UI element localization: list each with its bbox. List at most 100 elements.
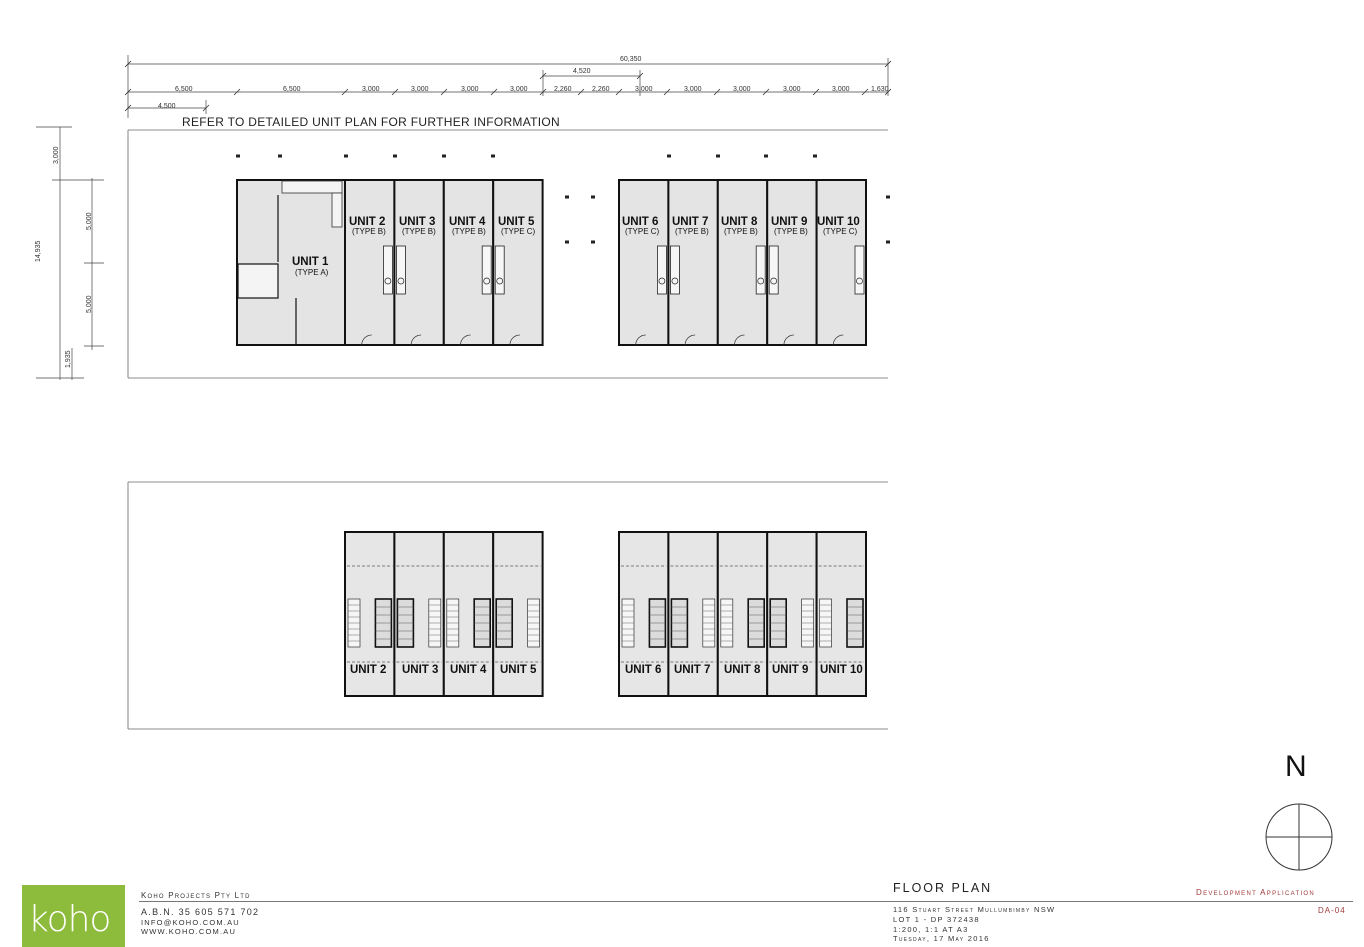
unit-1-kitchen-side [331,192,343,228]
company-name: Koho Projects Pty Ltd [141,891,251,900]
upper-unit-9-label: UNIT 9 [772,664,808,676]
door-swing [734,334,745,346]
dim-row-label: 2,260 [592,86,610,93]
kitchen-bench [657,245,667,295]
unit-9-label: UNIT 9 [771,216,807,228]
post-marker [591,240,595,244]
sink-icon [384,277,392,285]
sheet-title: FLOOR PLAN [893,881,993,895]
dim-row-label: 3,000 [411,86,429,93]
unit-4-label: UNIT 4 [449,216,486,228]
door-swing [361,334,372,346]
logo-text: koho [28,899,111,940]
dim-tick [124,88,132,96]
door-swing [509,334,520,346]
dim-tick [202,104,210,112]
post-marker [278,154,282,158]
dim-tick [539,72,547,80]
kitchen-bench [481,245,492,295]
dim-tick [539,88,547,96]
unit-1-footprint [236,179,346,346]
unit-2-label: UNIT 2 [349,216,385,228]
sheet-status: Development Application [1196,888,1316,897]
title-block-divider [139,901,1353,902]
post-marker [393,154,397,158]
dim-overall: 60,350 [620,56,642,63]
kitchen-bench [768,245,779,295]
dim-tick [341,88,349,96]
dim-row-label: 3,000 [684,86,702,93]
unit-10-label: UNIT 10 [817,216,860,228]
post-marker [565,240,569,244]
post-marker [591,195,595,199]
door-swing [783,334,794,346]
post-marker [813,154,817,158]
upper-unit-10-label: UNIT 10 [820,664,863,676]
unit-1-label: UNIT 1 [292,256,329,268]
unit-8-label: UNIT 8 [721,216,758,228]
post-marker [491,154,495,158]
sink-icon [856,277,863,285]
post-marker [764,154,768,158]
dim-row-label: 2,260 [554,86,572,93]
upper-unit-8-label: UNIT 8 [724,664,761,676]
dim-tick [440,88,448,96]
kitchen-bench [670,245,680,295]
dim-tick [713,88,721,96]
dim-tick [124,104,132,112]
sheet-scale: 1:200, 1:1 AT A3 [893,925,969,934]
post-marker [716,154,720,158]
unit-5-label: UNIT 5 [498,216,535,228]
dim-4520: 4,520 [573,68,591,75]
plan-note: REFER TO DETAILED UNIT PLAN FOR FURTHER … [182,115,560,129]
post-marker [442,154,446,158]
sheet-lot: LOT 1 - DP 372438 [893,915,980,924]
unit-5-type: (TYPE C) [501,227,536,236]
dim-tick [490,88,498,96]
dim-row-label: 3,000 [733,86,751,93]
sheet-address: 116 Stuart Street Mullumbimby NSW [893,905,1056,914]
dim-tick [391,88,399,96]
kitchen-bench [494,245,505,295]
unit-3-label: UNIT 3 [399,216,435,228]
dim-row-label: 3,000 [635,86,653,93]
unit-7-label: UNIT 7 [672,216,708,228]
unit-2-type: (TYPE B) [352,227,386,236]
upper-floor-units [344,531,867,697]
sheet-number: DA-04 [1318,906,1346,915]
ground-floor-units [236,179,867,346]
kitchen-bench [854,245,865,295]
dimension-ticks [124,60,892,112]
kitchen-bench [395,245,406,295]
upper-unit-3-label: UNIT 3 [402,664,438,676]
dim-4500: 4,500 [158,103,176,110]
unit-6-label: UNIT 6 [622,216,658,228]
sink-icon [658,277,666,285]
post-marker [886,240,890,244]
sink-icon [483,277,491,285]
unit-3-type: (TYPE B) [402,227,436,236]
dim-tick [615,88,623,96]
unit-8-type: (TYPE B) [724,227,758,236]
dim-v-overall: 14,935 [35,240,42,262]
unit-10-type: (TYPE C) [823,227,858,236]
ground-block-a [344,179,544,346]
upper-unit-4-label: UNIT 4 [450,664,487,676]
dim-v-3000: 3,000 [53,146,60,164]
dim-row-label: 3,000 [362,86,380,93]
post-marker [565,195,569,199]
dim-tick [233,88,241,96]
door-swing [832,334,844,346]
dim-row-label: 6,500 [175,86,193,93]
dim-tick [861,88,869,96]
dim-tick [663,88,671,96]
company-email: INFO@KOHO.COM.AU [141,918,240,927]
site-boundary-upper [127,481,888,730]
dim-row-label: 6,500 [283,86,301,93]
dim-tick [577,88,585,96]
company-abn: A.B.N. 35 605 571 702 [141,907,260,917]
dim-tick [884,88,892,96]
dim-tick [636,72,644,80]
dim-row-label: 1,630 [871,86,889,93]
